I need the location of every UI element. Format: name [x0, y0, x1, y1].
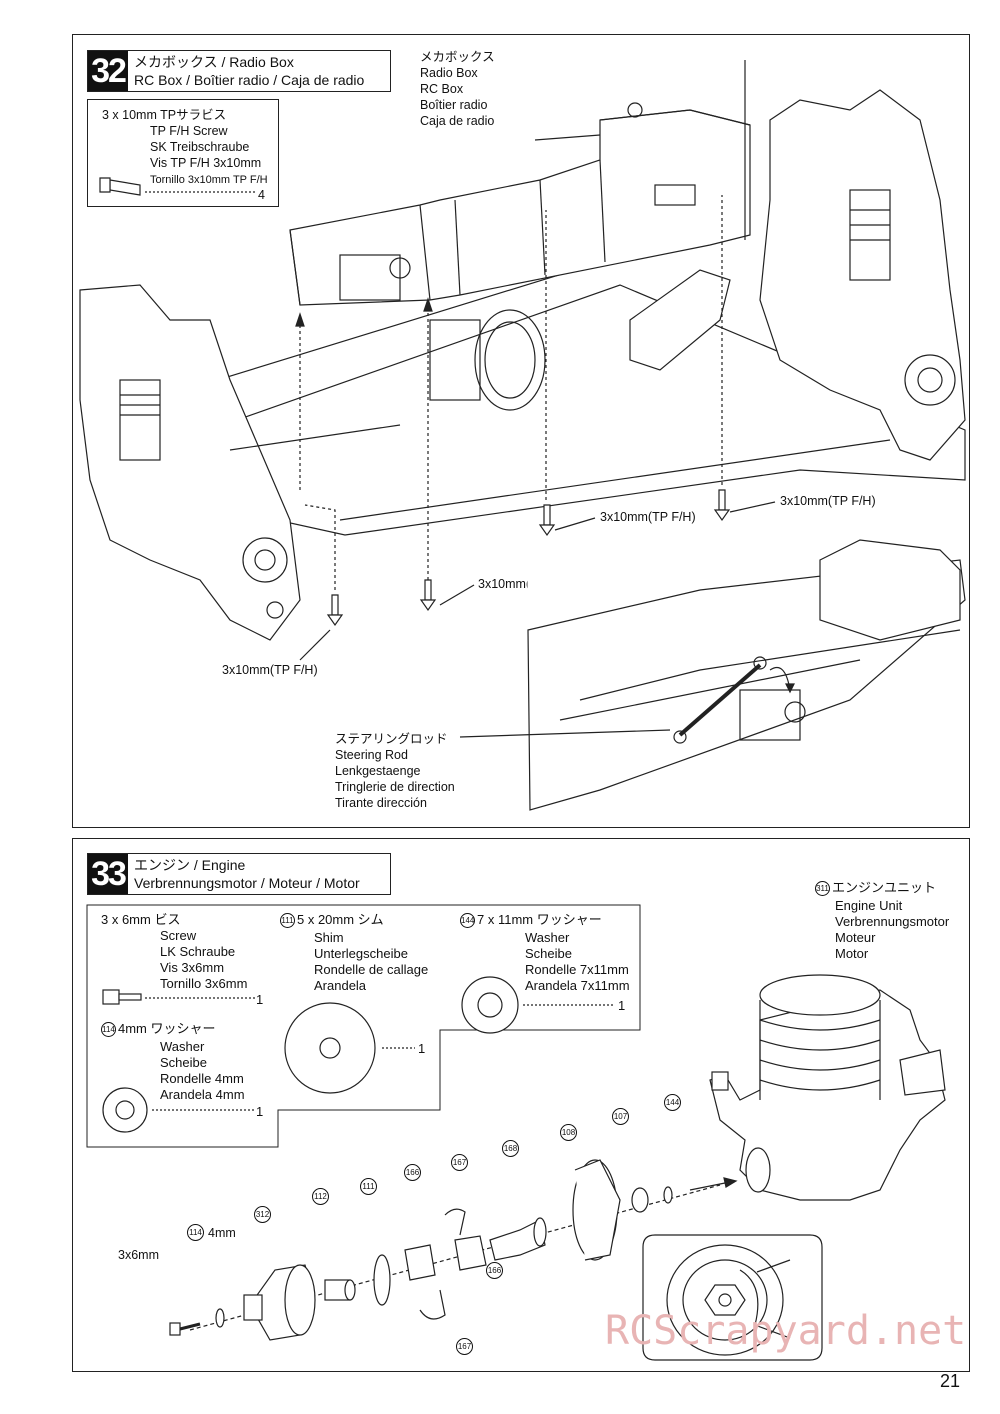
washer4-qty: 1: [256, 1104, 264, 1119]
engine-unit-de: Verbrennungsmotor: [835, 914, 950, 929]
screw-qty: 1: [256, 992, 264, 1007]
callout-114: 114: [187, 1224, 204, 1241]
shim-qty: 1: [418, 1041, 426, 1056]
callout-screw-label: 3x6mm: [118, 1248, 159, 1262]
step33-title: 33 エンジン / Engine Verbrennungsmotor / Mot…: [87, 853, 391, 895]
callout-111: 111: [360, 1178, 377, 1195]
washer4-name-de: Scheibe: [160, 1055, 207, 1070]
callout-166a: 166: [404, 1164, 421, 1181]
washer7-name-es: Arandela 7x11mm: [525, 978, 630, 993]
washer7-num: 144: [460, 913, 475, 929]
steering-rod-de: Lenkgestaenge: [335, 764, 421, 778]
steering-rod-en: Steering Rod: [335, 748, 408, 762]
engine-unit-fr: Moteur: [835, 930, 876, 945]
washer7-qty: 1: [618, 998, 626, 1013]
shim-name-fr: Rondelle de callage: [314, 962, 429, 977]
screw-label-4: 3x10mm(TP F/H): [222, 663, 318, 677]
radiobox-label-de: RC Box: [420, 82, 464, 96]
callout-166b: 166: [486, 1262, 503, 1279]
washer4-num: 114: [101, 1022, 116, 1038]
callout-107: 107: [612, 1108, 629, 1125]
screw-name-fr: Vis 3x6mm: [160, 960, 225, 975]
screw-label-3: 3x10mm(TP F/H): [478, 577, 574, 591]
radiobox-label-jp: メカボックス: [420, 50, 495, 64]
part-name-fr: Vis TP F/H 3x10mm: [150, 156, 262, 170]
washer4-name-fr: Rondelle 4mm: [160, 1071, 244, 1086]
callout-112: 112: [312, 1188, 329, 1205]
callout-168: 168: [502, 1140, 519, 1157]
step33-title-line2: Verbrennungsmotor / Moteur / Motor: [134, 875, 360, 891]
step33-title-line1: エンジン / Engine: [134, 857, 246, 873]
screw-name-jp: 3 x 6mm ビス: [101, 912, 181, 927]
callout-312: 312: [254, 1206, 271, 1223]
callout-114-label: 4mm: [208, 1226, 236, 1240]
callout-167b: 167: [456, 1338, 473, 1355]
part-name-es: Tornillo 3x10mm TP F/H: [150, 174, 268, 186]
washer4-name-en: Washer: [160, 1039, 205, 1054]
part-name-jp: 3 x 10mm TPサラビス: [102, 108, 227, 122]
radiobox-label-fr: Boîtier radio: [420, 98, 488, 112]
step32-title-line1: メカボックス / Radio Box: [134, 54, 294, 70]
washer7-name-fr: Rondelle 7x11mm: [525, 962, 629, 977]
step32-number: 32: [88, 51, 128, 91]
page-number: 21: [939, 1371, 960, 1391]
washer7-name-de: Scheibe: [525, 946, 572, 961]
shim-name-es: Arandela: [314, 978, 367, 993]
shim-name-jp-text: 5 x 20mm シム: [297, 912, 384, 927]
screw-name-de: LK Schraube: [160, 944, 236, 959]
shim-num: 111: [280, 913, 295, 929]
steering-rod-es: Tirante dirección: [335, 796, 427, 810]
step33-number: 33: [88, 854, 128, 894]
callout-167c: 167: [788, 1250, 805, 1267]
steering-rod-jp: ステアリングロッド: [335, 732, 448, 746]
screw-name-en: Screw: [160, 928, 197, 943]
step32-title: 32 メカボックス / Radio Box RC Box / Boîtier r…: [87, 50, 391, 92]
engine-unit-en: Engine Unit: [835, 898, 903, 913]
engine-unit-num: 311: [815, 881, 830, 897]
part-name-en: TP F/H Screw: [150, 124, 228, 138]
screw-label-1: 3x10mm(TP F/H): [600, 510, 696, 524]
step32-parts-box: 3 x 10mm TPサラビス TP F/H Screw SK Treibsch…: [87, 99, 279, 207]
shim-name-de: Unterlegscheibe: [314, 946, 408, 961]
washer4-name-jp-text: 4mm ワッシャー: [118, 1021, 216, 1036]
radiobox-label-en: Radio Box: [420, 66, 478, 80]
washer7-name-en: Washer: [525, 930, 570, 945]
watermark: RCScrapyard.net: [605, 1308, 967, 1354]
washer4-name-es: Arandela 4mm: [160, 1087, 245, 1102]
step32-title-line2: RC Box / Boîtier radio / Caja de radio: [134, 72, 365, 88]
steering-rod-fr: Tringlerie de direction: [335, 780, 455, 794]
radiobox-label-es: Caja de radio: [420, 114, 495, 128]
part-name-de: SK Treibschraube: [150, 140, 250, 154]
shim-name-en: Shim: [314, 930, 344, 945]
screw-name-es: Tornillo 3x6mm: [160, 976, 248, 991]
screw-label-2: 3x10mm(TP F/H): [780, 494, 876, 508]
engine-unit-es: Motor: [835, 946, 869, 961]
engine-unit-jp-text: エンジンユニット: [832, 880, 937, 895]
callout-144: 144: [664, 1094, 681, 1111]
washer7-name-jp-text: 7 x 11mm ワッシャー: [477, 912, 602, 927]
part-qty: 4: [258, 188, 265, 202]
callout-108: 108: [560, 1124, 577, 1141]
callout-167a: 167: [451, 1154, 468, 1171]
